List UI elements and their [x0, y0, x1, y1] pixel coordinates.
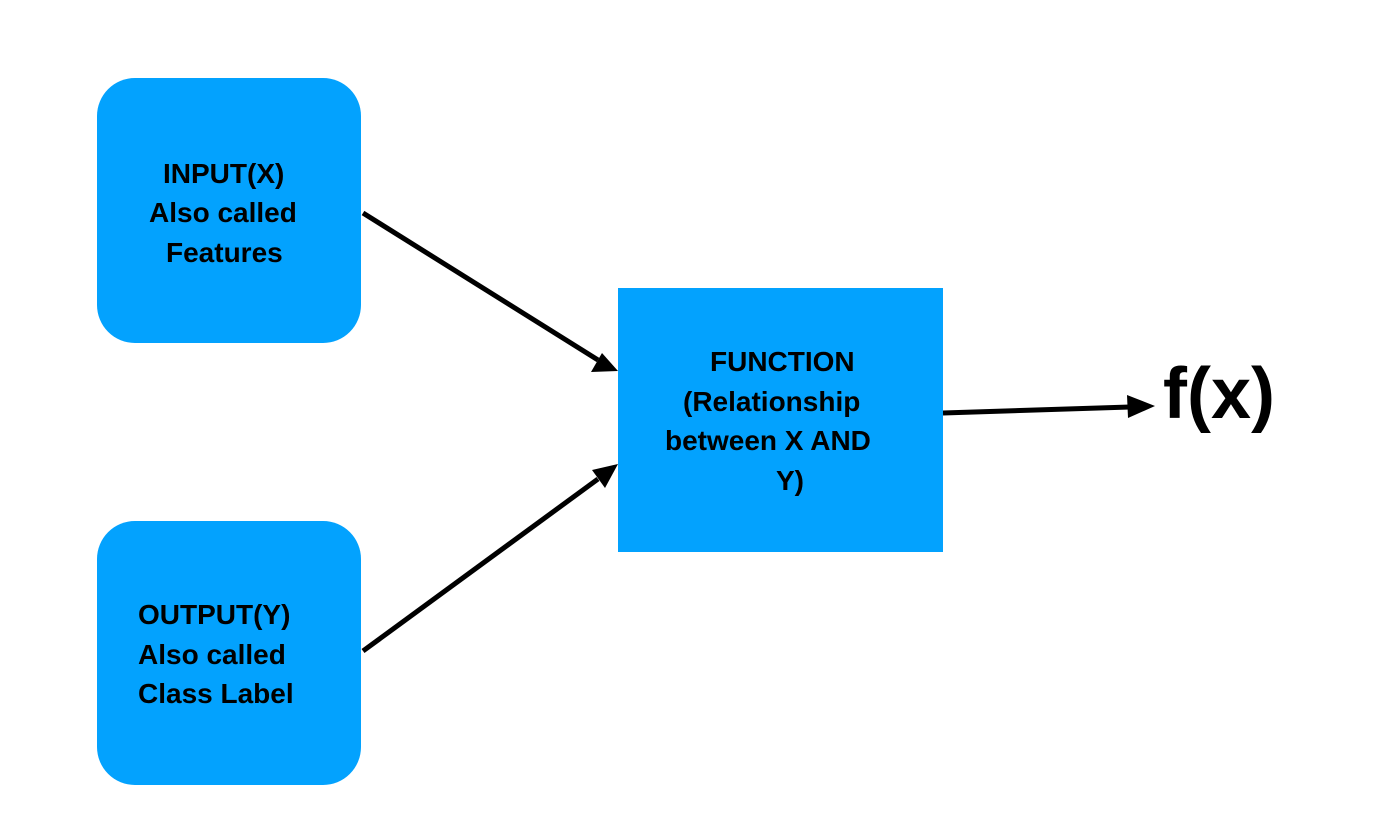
arrowhead-output-to-function — [592, 464, 618, 488]
output-node-line2: Also called — [138, 639, 286, 670]
input-node-line1: INPUT(X) — [163, 158, 285, 189]
function-node: FUNCTION (Relationship between X AND Y) — [618, 288, 943, 552]
function-node-line4: Y) — [776, 465, 804, 496]
input-node-line3: Features — [166, 237, 283, 268]
function-node-line3: between X AND — [665, 425, 871, 456]
input-node-line2: Also called — [149, 197, 297, 228]
edge-function-to-result — [942, 404, 1131, 416]
input-node: INPUT(X) Also called Features — [97, 78, 361, 343]
output-node-line1: OUTPUT(Y) — [138, 599, 291, 630]
arrowhead-function-to-result — [1127, 395, 1155, 418]
edge-input-to-function — [361, 210, 600, 363]
output-node-line3: Class Label — [138, 678, 294, 709]
output-node: OUTPUT(Y) Also called Class Label — [97, 521, 361, 785]
function-node-line2: (Relationship — [683, 386, 861, 417]
edge-output-to-function — [361, 476, 600, 654]
result-label-fx: f(x) — [1163, 354, 1275, 434]
arrowhead-input-to-function — [591, 353, 618, 372]
function-node-line1: FUNCTION — [710, 346, 855, 377]
